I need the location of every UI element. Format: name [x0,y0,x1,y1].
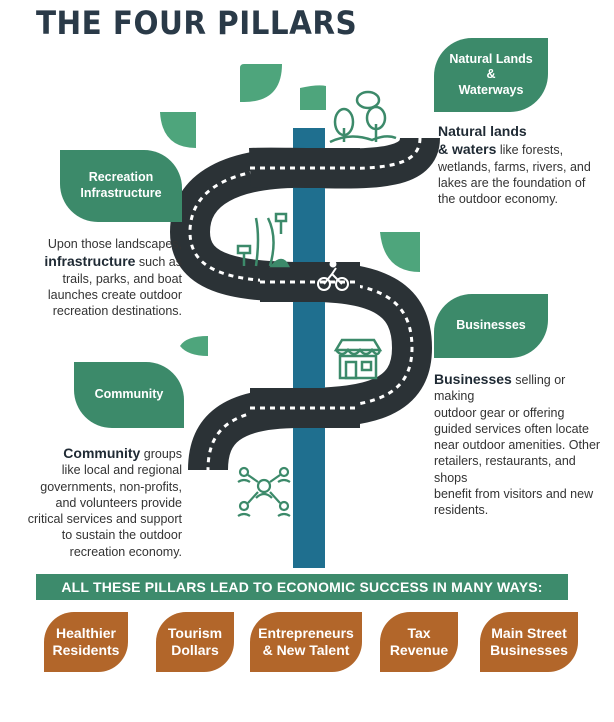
outcome-main-street-businesses: Main Street Businesses [480,612,578,672]
desc-bold: & waters [438,141,497,158]
pillar-desc-businesses: Businesses selling or making outdoor gea… [434,370,604,518]
community-network-icon [237,466,291,517]
pillar-label-recreation-infrastructure: Recreation Infrastructure [60,150,182,222]
desc-bold: Natural lands [438,123,527,139]
desc-text: such as [135,255,182,270]
outcome-line: Tax [407,625,431,642]
desc-text: residents. [434,503,489,517]
desc-text: guided services often locate [434,421,589,436]
desc-text: outdoor gear or offering [434,405,565,420]
central-pillar [293,128,325,568]
decorative-leaf [180,336,208,356]
pillar-desc-natural-lands: Natural lands & waters like forests, wet… [438,122,598,207]
desc-text: and volunteers provide [55,495,182,510]
pillar-label-natural-lands: Natural Lands & Waterways [434,38,548,112]
desc-text: governments, non-profits, [40,479,182,494]
outcome-line: Businesses [490,642,568,658]
economic-success-banner: ALL THESE PILLARS LEAD TO ECONOMIC SUCCE… [36,574,568,600]
desc-text: critical services and support [27,512,182,526]
outcome-tax-revenue: Tax Revenue [380,612,458,672]
outcome-line: Healthier [56,625,116,642]
outcome-entrepreneurs: Entrepreneurs & New Talent [250,612,362,672]
decorative-leaf [300,85,326,110]
outcome-line: Main Street [491,625,567,642]
desc-bold: infrastructure [44,253,136,270]
outcome-line: Dollars [171,642,219,658]
desc-text: recreation destinations. [52,304,182,318]
outcome-healthier-residents: Healthier Residents [44,612,128,672]
desc-bold: Community [63,445,141,461]
desc-text: near outdoor amenities. Other [434,438,601,452]
storefront-icon [333,338,383,380]
label-line: Businesses [456,318,526,333]
pillar-label-community: Community [74,362,184,428]
desc-text: recreation economy. [69,544,182,559]
label-line: Community [94,387,164,402]
desc-text: groups [140,447,182,461]
desc-text: Upon those landscapes, [47,237,182,251]
desc-text: benefit from visitors and new [434,486,594,501]
label-line: Natural Lands [449,51,533,66]
label-line: & [486,67,496,82]
cyclist-icon [317,260,349,291]
desc-text: the outdoor economy. [438,192,558,206]
desc-text: selling or making [434,373,566,404]
outcome-tourism-dollars: Tourism Dollars [156,612,234,672]
desc-text: like local and regional [61,463,182,478]
decorative-leaf [160,112,196,148]
pillar-desc-recreation-infrastructure: Upon those landscapes, infrastructure su… [30,236,182,319]
label-line: Recreation [88,170,154,185]
pillar-label-businesses: Businesses [434,294,548,358]
desc-text: launches create outdoor [47,287,182,302]
decorative-leaf [240,64,282,102]
trees-icon [329,90,397,144]
label-line: Waterways [458,82,524,97]
outcome-line: & New Talent [262,642,350,658]
outcome-line: Tourism [167,625,223,642]
outcome-line: Entrepreneurs [258,625,354,642]
trail-sign-icon [236,212,291,268]
pillar-desc-community: Community groups like local and regional… [20,444,182,560]
decorative-leaf [380,232,420,272]
outcome-line: Revenue [389,642,449,658]
page-title: THE FOUR PILLARS [36,4,358,42]
outcome-line: Residents [52,642,120,658]
desc-bold: Businesses [434,371,512,387]
desc-text: lakes are the foundation of [438,175,586,190]
desc-text: retailers, restaurants, and shops [434,454,576,485]
desc-text: trails, parks, and boat [62,271,182,286]
desc-text: like forests, [496,143,564,158]
label-line: Infrastructure [80,186,162,200]
desc-text: wetlands, farms, rivers, and [438,159,591,174]
desc-text: to sustain the outdoor [61,528,182,543]
